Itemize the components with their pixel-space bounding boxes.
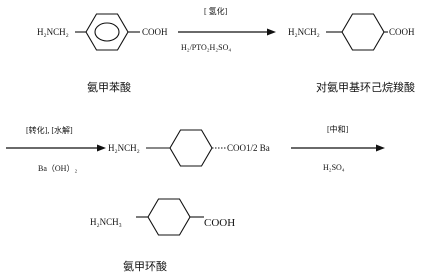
arrow2-head-icon [97, 144, 106, 152]
arrow-conversion-hydrolysis: [转化], [水解] Ba（OH）₂ [6, 125, 106, 173]
arrow1-condition-above: [ 氢化] [204, 6, 228, 16]
arrow3-condition-below: H₂SO₄ [323, 163, 345, 172]
aromatic-circle-icon [94, 22, 120, 42]
reactant-left-group: H₂NCH₂ [37, 27, 69, 37]
intermediate-left-group: H₂NCH₂ [108, 143, 140, 153]
cyclohexane-ring-icon [147, 198, 191, 236]
arrow1-condition-below: H₂/PTO₂H₂SO₄ [181, 43, 231, 52]
benzene-ring-icon [85, 13, 129, 51]
reactant-right-group: COOH [142, 27, 168, 37]
product-left-group: H₂NCH₂ [288, 27, 320, 37]
arrow3-condition-above: [中和] [327, 124, 349, 134]
arrow-hydrogenation: [ 氢化] H₂/PTO₂H₂SO₄ [178, 6, 276, 52]
product-structure: H₂NCH₂ COOH [288, 13, 415, 51]
final-structure: H₂NCH₃ COOH [90, 198, 235, 236]
arrow2-condition-above: [转化], [水解] [26, 125, 73, 135]
intermediate-structure: H₂NCH₂ COO1/2 Ba [108, 129, 270, 167]
arrow1-head-icon [267, 28, 276, 36]
arrow-neutralization: [中和] H₂SO₄ [291, 124, 385, 172]
intermediate-right-group: COO1/2 Ba [227, 143, 270, 153]
arrow2-condition-below: Ba（OH）₂ [38, 164, 77, 173]
product-name: 对氨甲基环己烷羧酸 [316, 80, 415, 94]
cyclohexane-ring-icon [169, 129, 213, 167]
product-right-group: COOH [389, 27, 415, 37]
final-right-group: COOH [204, 217, 235, 229]
final-left-group: H₂NCH₃ [90, 217, 122, 227]
cyclohexane-ring-icon [341, 13, 385, 51]
final-name: 氨甲环酸 [123, 259, 167, 273]
reactant-name: 氨甲苯酸 [87, 80, 131, 94]
reactant-structure: H₂NCH₂ COOH [37, 13, 168, 51]
arrow3-head-icon [376, 144, 385, 152]
